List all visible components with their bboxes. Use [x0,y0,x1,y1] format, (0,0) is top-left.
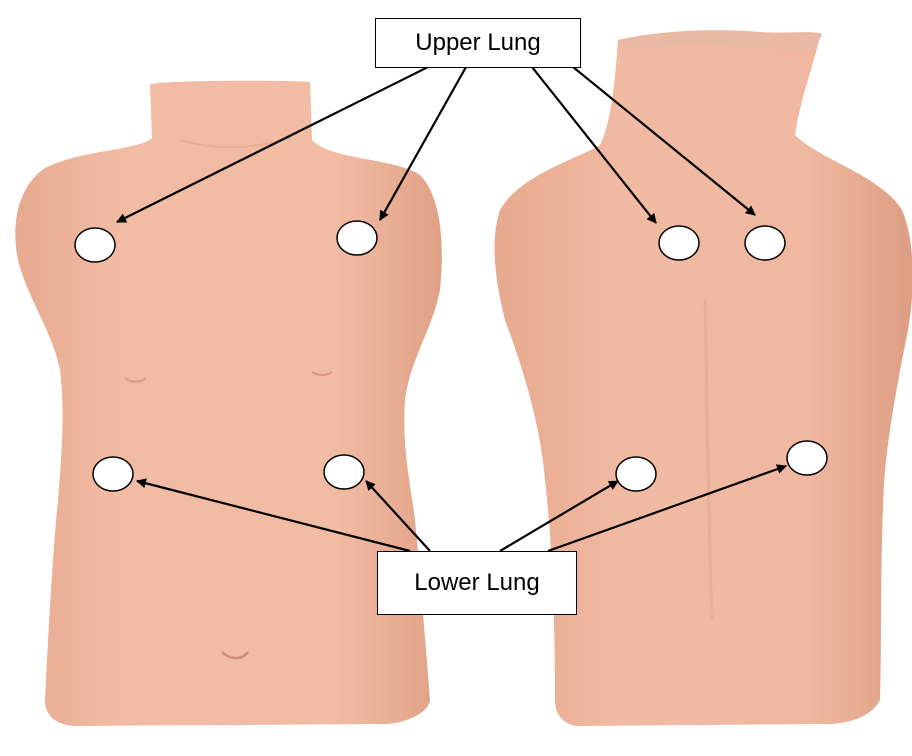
back-lower-left-marker [616,457,656,491]
lower-lung-label: Lower Lung [377,551,577,615]
back-lower-right-marker [787,441,827,475]
front-lower-left-marker [93,457,133,491]
back-upper-left-marker [659,226,699,260]
back-torso [495,36,912,726]
back-upper-right-marker [745,226,785,260]
front-upper-left-marker [75,228,115,262]
front-upper-right-marker [337,221,377,255]
upper-lung-label: Upper Lung [375,18,581,68]
front-lower-right-marker [324,455,364,489]
front-torso [15,81,442,726]
